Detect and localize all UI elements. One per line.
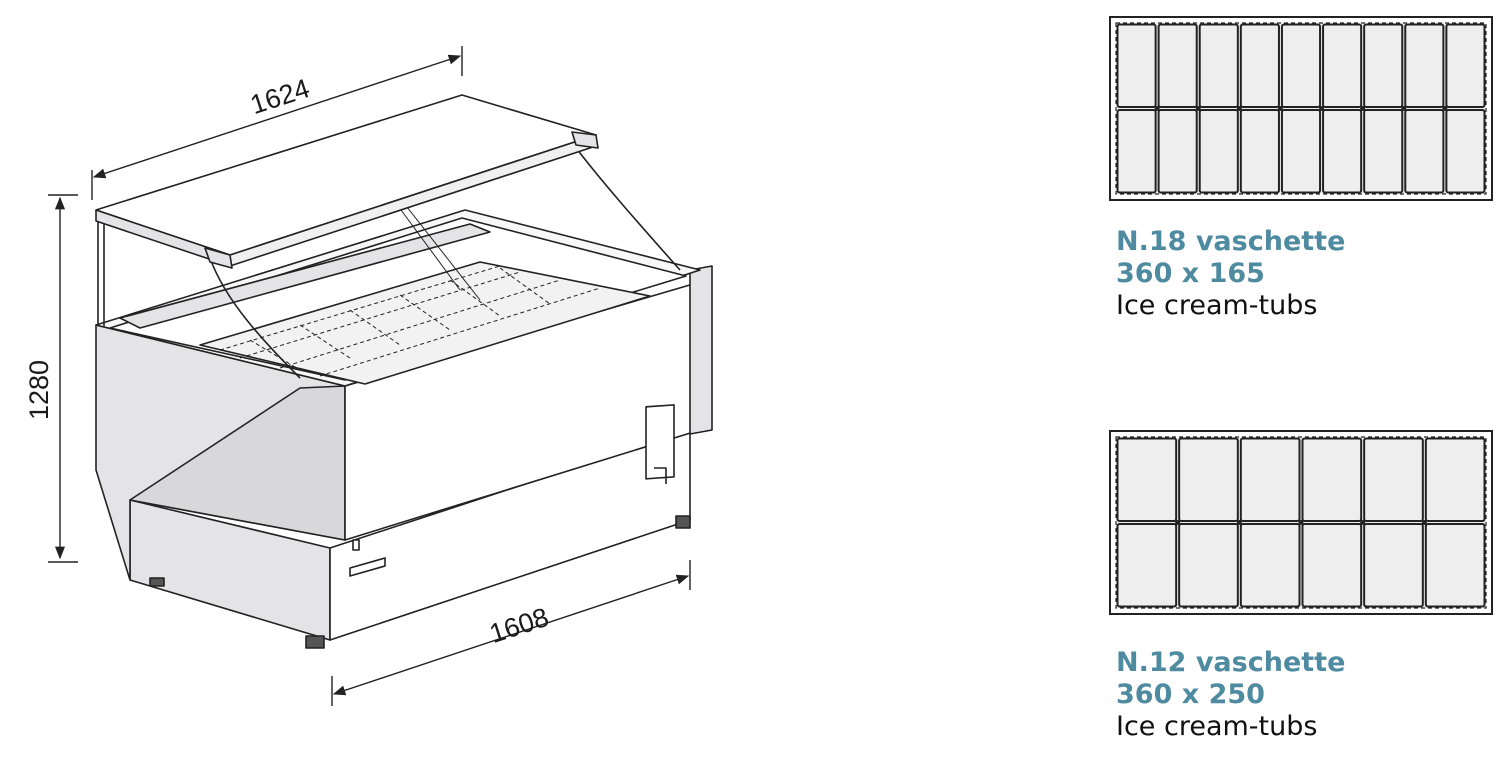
tray-description: Ice cream-tubs — [1116, 711, 1318, 742]
tub-cell — [1363, 109, 1404, 194]
tray-description: Ice cream-tubs — [1116, 290, 1318, 321]
tub-cell — [1280, 109, 1322, 194]
grid-joint — [1319, 106, 1325, 111]
height-label: 1280 — [24, 360, 54, 420]
tub-cell — [1404, 23, 1445, 108]
tub-cell — [1239, 109, 1280, 194]
tray-layout-12 — [1109, 430, 1493, 615]
tub-cell — [1116, 437, 1178, 522]
tub-cell — [1116, 23, 1157, 108]
display-cabinet — [95, 94, 713, 649]
grid-joint — [1360, 106, 1366, 111]
width-top-label: 1624 — [247, 73, 313, 120]
dimension-height — [48, 194, 78, 563]
grid-joint — [1236, 520, 1242, 525]
grid-joint — [1360, 520, 1366, 525]
tray-caption-18: N.18 vaschette 360 x 165 Ice cream-tubs — [1116, 226, 1345, 322]
tub-cell — [1157, 23, 1198, 108]
dimension-width-bottom — [331, 560, 691, 706]
tub-cell — [1404, 109, 1445, 194]
tray-count-label: N.12 vaschette — [1116, 647, 1346, 678]
tray-caption-12: N.12 vaschette 360 x 250 Ice cream-tubs — [1116, 647, 1345, 743]
grid-joint — [1401, 106, 1407, 111]
tub-cell — [1424, 523, 1486, 608]
tub-cell — [1116, 109, 1157, 194]
grid-joint — [1236, 106, 1242, 111]
grid-joint — [1298, 520, 1304, 525]
tub-cell — [1116, 523, 1178, 608]
tub-cell — [1178, 437, 1239, 522]
tub-cell — [1157, 109, 1198, 194]
tub-cell — [1445, 109, 1486, 194]
grid-joint — [1421, 520, 1427, 525]
tub-cell — [1363, 523, 1424, 608]
grid-joint — [1277, 106, 1283, 111]
tray-layout-18 — [1109, 16, 1493, 201]
tub-cell — [1322, 23, 1363, 108]
grid-joint — [1175, 520, 1181, 525]
tub-cell — [1301, 437, 1363, 522]
tub-cell — [1198, 23, 1239, 108]
tub-cell — [1363, 23, 1404, 108]
dimension-width-top — [91, 46, 463, 200]
width-bottom-label: 1608 — [486, 602, 552, 649]
tub-cell — [1301, 523, 1363, 608]
grid-joint — [1442, 106, 1448, 111]
tub-cell — [1445, 23, 1486, 108]
tray-count-label: N.18 vaschette — [1116, 226, 1346, 257]
grid-joint — [1195, 106, 1201, 111]
tub-cell — [1280, 23, 1322, 108]
well-tray-grid — [219, 265, 601, 377]
tub-cell — [1239, 523, 1301, 608]
tub-cell — [1363, 437, 1424, 522]
tub-cell — [1424, 437, 1486, 522]
tub-cell — [1322, 109, 1363, 194]
tray-size-label: 360 x 250 — [1116, 679, 1265, 710]
tub-cell — [1239, 437, 1301, 522]
tub-cell — [1178, 523, 1239, 608]
tray-size-label: 360 x 165 — [1116, 258, 1265, 289]
tub-cell — [1198, 109, 1239, 194]
grid-joint — [1154, 106, 1160, 111]
tub-cell — [1239, 23, 1280, 108]
